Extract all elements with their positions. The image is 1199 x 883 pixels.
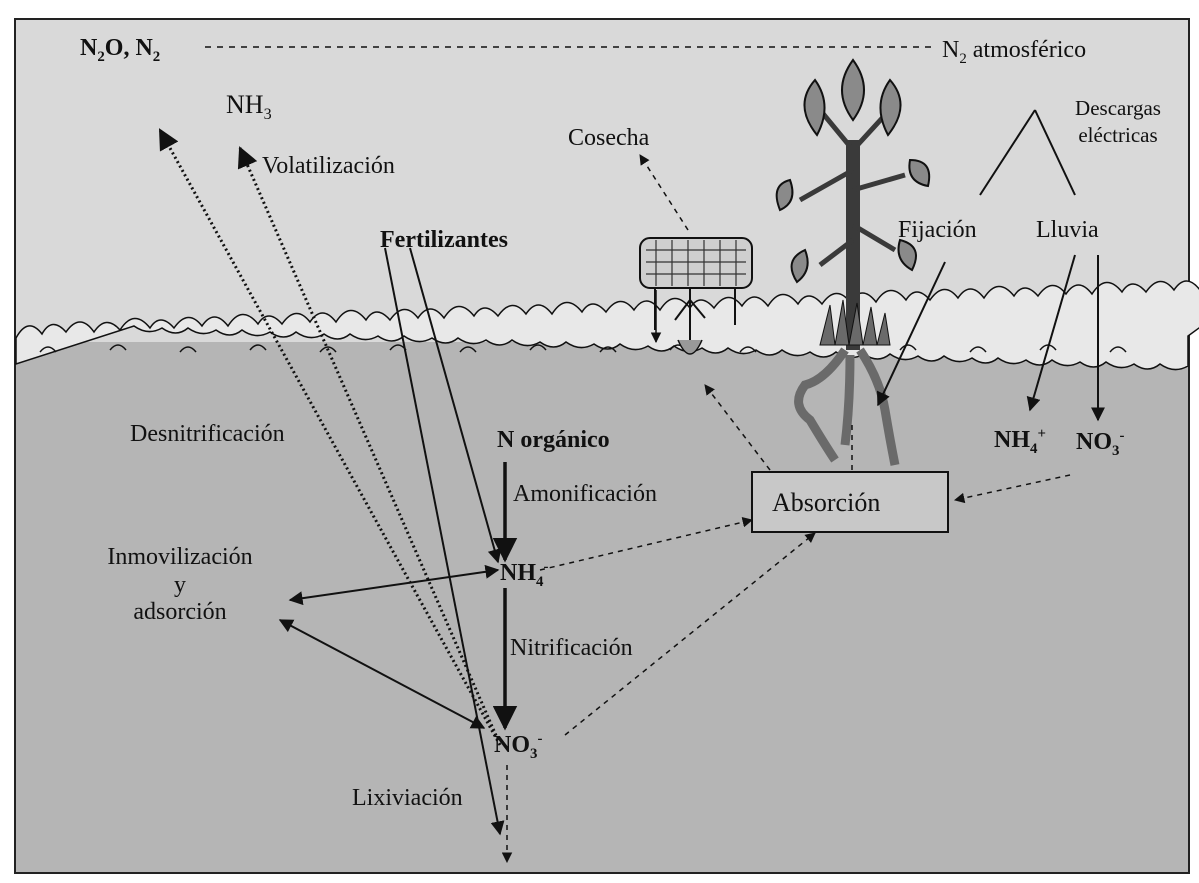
- label-lixiviacion: Lixiviación: [352, 786, 463, 810]
- label-absorcion: Absorción: [772, 490, 880, 516]
- label-nitrificacion: Nitrificación: [510, 636, 633, 660]
- label-lluvia: Lluvia: [1036, 218, 1099, 242]
- label-desnitrificacion: Desnitrificación: [130, 422, 285, 446]
- label-n-organico: N orgánico: [497, 428, 610, 452]
- label-nh4-center: NH4-: [500, 561, 548, 585]
- label-nh4-rain: NH4+: [994, 428, 1046, 452]
- label-volatilizacion: Volatilización: [262, 154, 395, 178]
- label-no3-center: NO3-: [494, 733, 542, 757]
- label-n2o-n2: N2O, N2: [80, 36, 160, 60]
- label-n2-atmosferico: N2 atmosférico: [942, 38, 1086, 62]
- label-cosecha: Cosecha: [568, 126, 649, 150]
- label-fertilizantes: Fertilizantes: [380, 228, 508, 252]
- label-fijacion: Fijación: [898, 218, 977, 242]
- label-amonificacion: Amonificación: [513, 482, 657, 506]
- label-no3-rain: NO3-: [1076, 430, 1124, 454]
- label-nh3: NH3: [226, 92, 272, 118]
